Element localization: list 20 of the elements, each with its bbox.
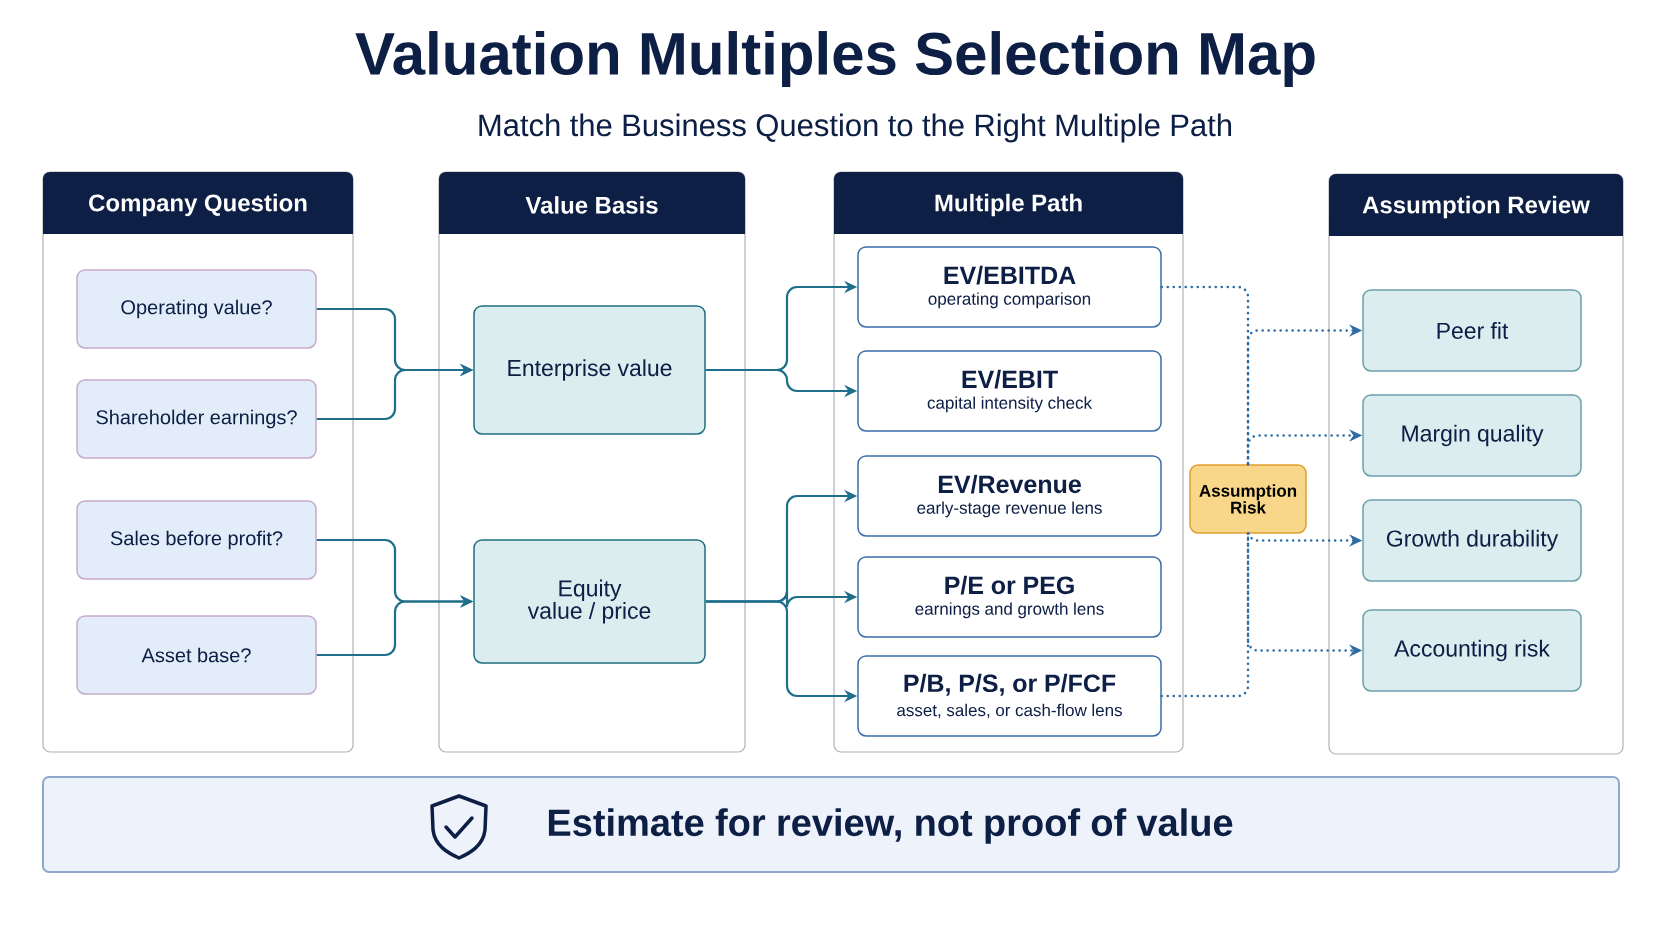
question-box: Sales before profit? [76, 500, 317, 580]
multiple-box: EV/EBIT capital intensity check [857, 350, 1162, 432]
multiple-box: P/B, P/S, or P/FCF asset, sales, or cash-flow lens [857, 655, 1162, 737]
multiple-box: EV/Revenue early-stage revenue lens [857, 455, 1162, 537]
value-box: Equity value / price [473, 539, 706, 664]
review-box: Accounting risk [1362, 609, 1582, 692]
multiple-box: EV/EBITDA operating comparison [857, 246, 1162, 328]
title: Valuation Multiples Selection Map [355, 31, 1315, 87]
review-box: Peer fit [1362, 289, 1582, 372]
question-box: Asset base? [76, 615, 317, 695]
review-box: Margin quality [1362, 394, 1582, 477]
review-box: Growth durability [1362, 499, 1582, 582]
multiple-box: P/E or PEG earnings and growth lens [857, 556, 1162, 638]
value-box: Enterprise value [473, 305, 706, 435]
risk-box: Assumption Risk [1189, 464, 1307, 534]
banner: Estimate for review, not proof of value [42, 776, 1620, 873]
subtitle: Match the Business Question to the Right Multiple Path [479, 113, 1232, 143]
question-box: Shareholder earnings? [76, 379, 317, 459]
dotted-line [1160, 285, 1250, 466]
question-box: Operating value? [76, 269, 317, 349]
